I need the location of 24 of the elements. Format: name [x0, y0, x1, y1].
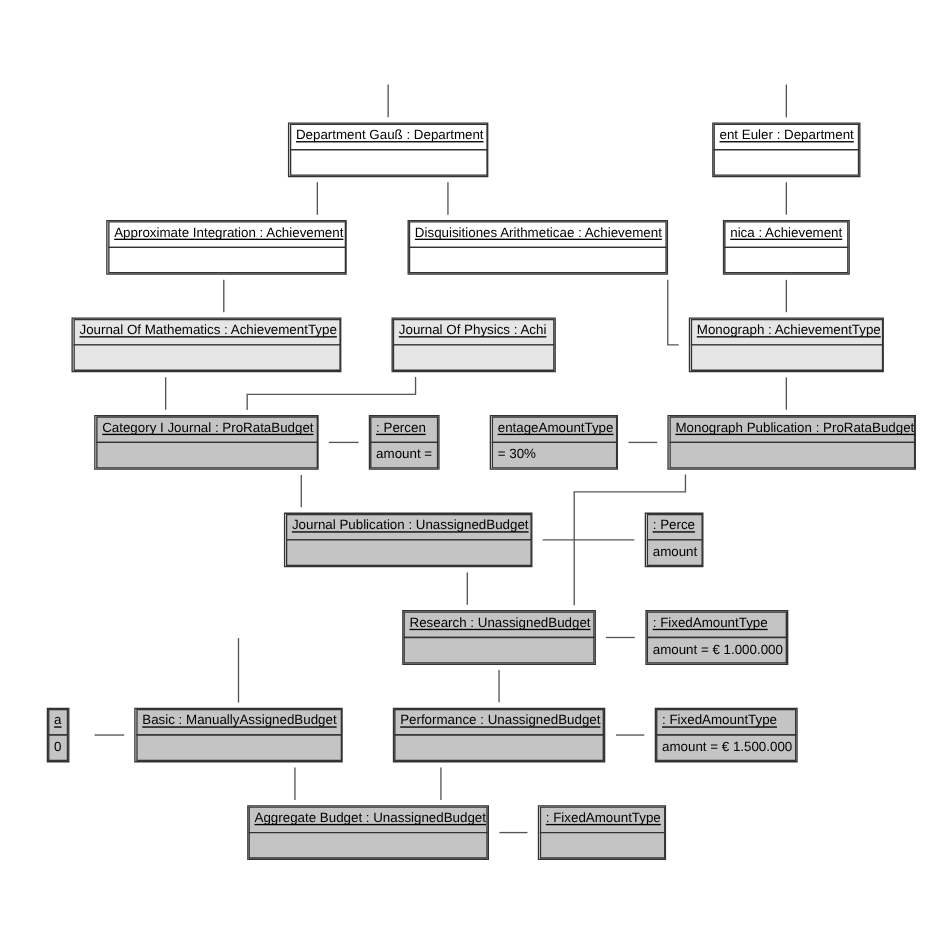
- connector: [300, 474, 302, 508]
- connector: [667, 279, 680, 346]
- connector: [615, 734, 645, 736]
- connector: [627, 441, 658, 444]
- connector: [542, 539, 635, 541]
- connector: [785, 181, 787, 216]
- connector: [498, 669, 500, 704]
- connector: [605, 636, 636, 639]
- connector: [223, 279, 225, 313]
- connector: [573, 473, 687, 606]
- connector: [93, 734, 125, 736]
- connector: [294, 766, 296, 801]
- connector: [785, 83, 787, 119]
- connector: [237, 637, 240, 704]
- connector: [387, 83, 389, 119]
- connector: [440, 766, 442, 801]
- connector: [447, 181, 449, 216]
- connector: [316, 181, 318, 216]
- connector: [785, 376, 787, 411]
- connector: [328, 441, 360, 444]
- connector: [498, 831, 529, 834]
- connector: [466, 571, 468, 606]
- connector: [785, 279, 787, 313]
- connector: [165, 376, 167, 411]
